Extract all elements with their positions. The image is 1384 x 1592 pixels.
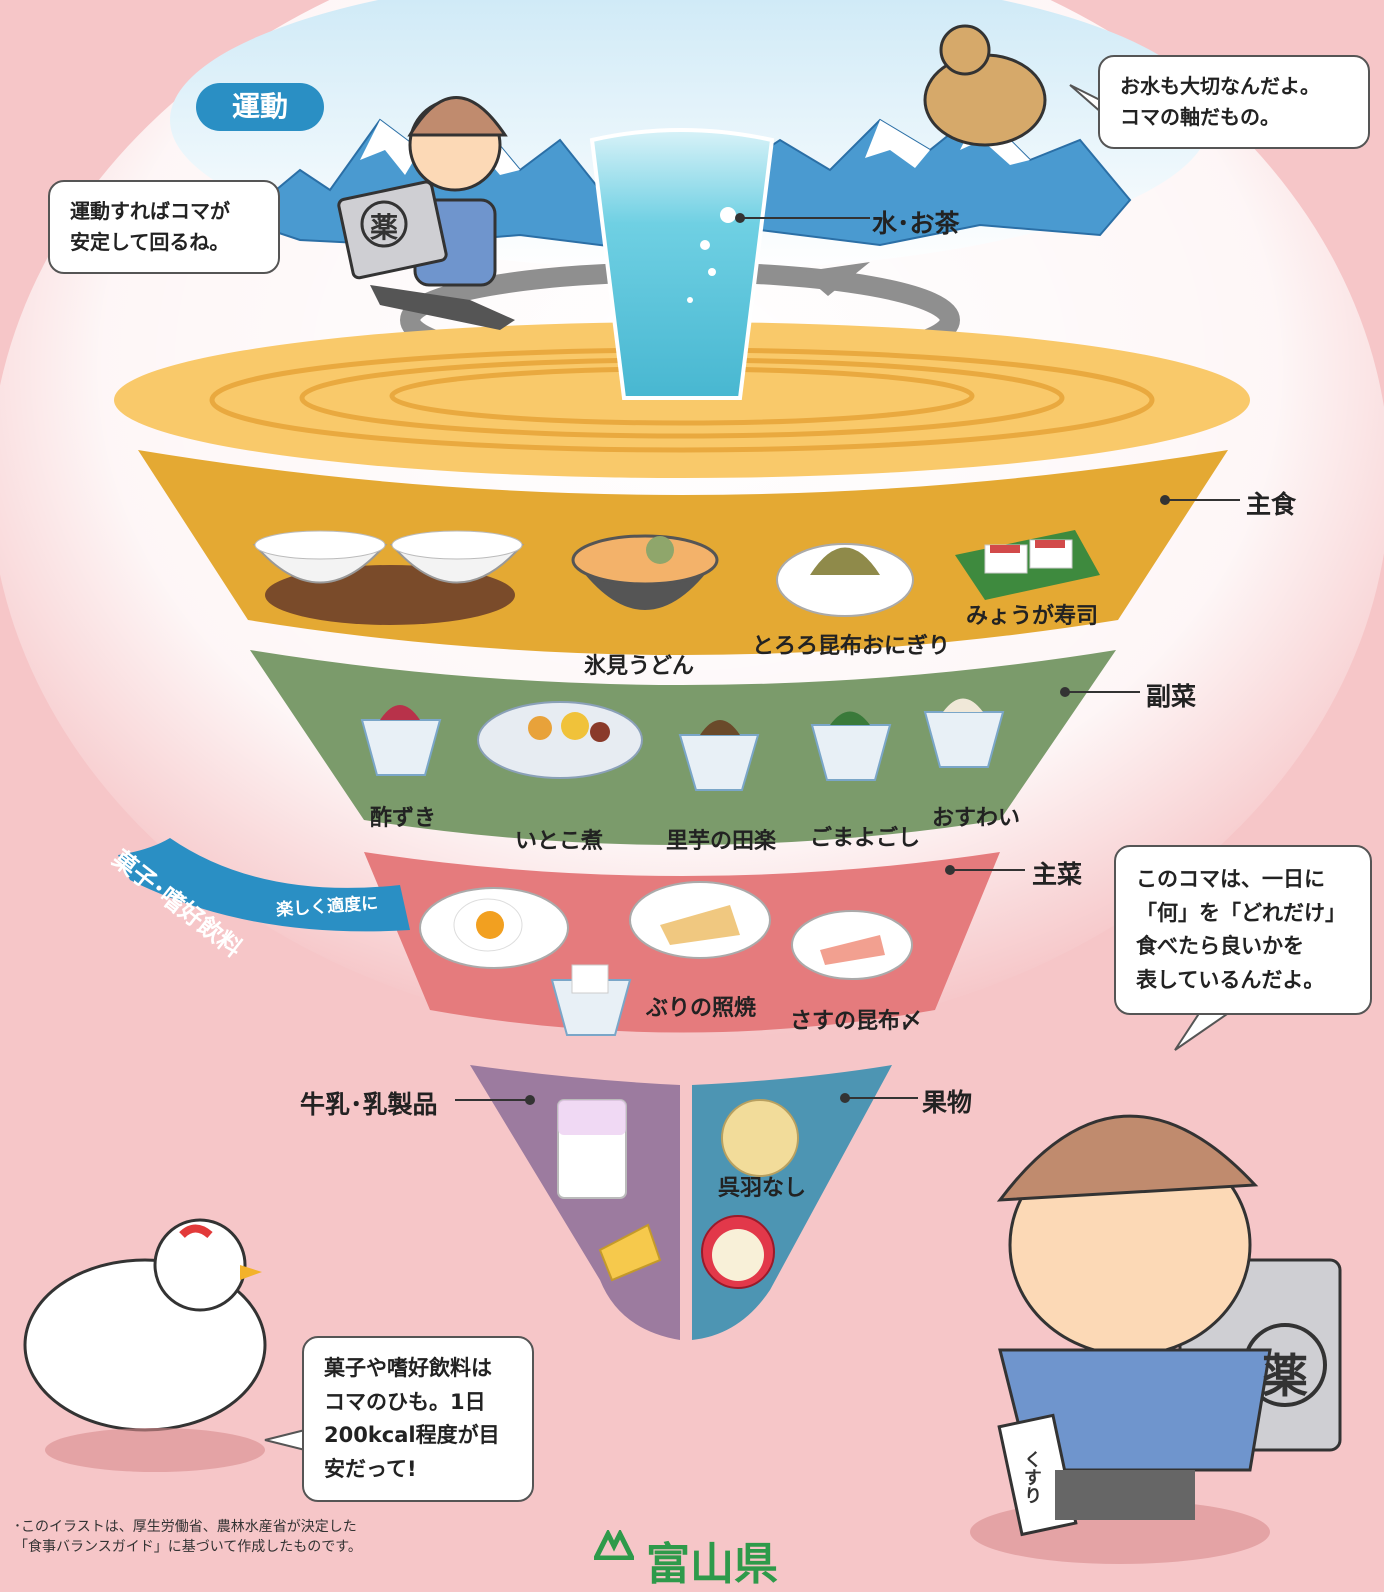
exercise-bubble-line: 運動すればコマが [70, 199, 230, 223]
tororo-onigiri-icon [776, 543, 914, 617]
explain-bubble-line: 「何」を「どれだけ」 [1136, 900, 1346, 925]
food-label: さすの昆布〆 [790, 1009, 923, 1034]
water-bubble-line: コマの軸だもの。 [1120, 105, 1280, 129]
ptarmigan-white-bird [23, 1218, 267, 1472]
food-label: 呉羽なし [718, 1176, 807, 1201]
explain-bubble: このコマは、一日に 「何」を「どれだけ」 食べたら良いかを 表しているんだよ。 [1114, 845, 1372, 1016]
rice-bowls-icon [252, 530, 525, 625]
fruit-wedge [692, 1065, 892, 1340]
explain-bubble-line: 食べたら良いかを [1136, 934, 1304, 959]
food-label: 里芋の田楽 [666, 829, 777, 854]
food-label: いとこ煮 [515, 829, 604, 854]
toyama-logo-text: 富山県 [646, 1539, 778, 1590]
apple-icon [701, 1215, 775, 1289]
side-dishes-icons [360, 698, 1005, 791]
medicine-book-glyph: くすり [1021, 1450, 1042, 1504]
water-tea-label: 水･お茶 [872, 209, 960, 238]
main-dishes-icons [419, 881, 913, 1036]
category-fruit-label: 果物 [922, 1088, 973, 1117]
food-label: ぶりの照焼 [646, 996, 757, 1021]
snack-bubble-line: コマのひも。1日 [324, 1389, 486, 1414]
toyama-logo-icon [591, 1528, 637, 1561]
exercise-bubble-line: 安定して回るね。 [70, 230, 230, 254]
category-side-label: 副菜 [1146, 682, 1197, 711]
snack-bubble: 菓子や嗜好飲料は コマのひも。1日 200kcal程度が目 安だって! [302, 1336, 534, 1503]
food-label: みょうが寿司 [966, 604, 1099, 629]
food-label: 酢ずき [370, 806, 437, 831]
snack-bubble-line: 200kcal程度が目 [324, 1423, 500, 1448]
explain-bubble-line: 表しているんだよ。 [1136, 967, 1325, 992]
milk-glass-icon [557, 1099, 627, 1199]
pear-icon [721, 1099, 799, 1177]
category-main-label: 主菜 [1032, 860, 1083, 889]
medicine-peddler-boy-running [337, 96, 515, 330]
food-label: とろろ昆布おにぎり [752, 634, 951, 659]
medicine-peddler-boy-standing [970, 1114, 1342, 1564]
snack-ribbon [118, 838, 410, 932]
snack-bubble-line: 菓子や嗜好飲料は [324, 1356, 492, 1380]
footer-note-line: ･このイラストは、厚生労働省、農林水産省が決定した [14, 1519, 357, 1535]
food-label: ごまよごし [810, 826, 921, 851]
ptarmigan-brown-bird [923, 24, 1047, 147]
cheese-icon [598, 1223, 662, 1282]
medicine-box-glyph: 薬 [370, 211, 399, 244]
food-label: 氷見うどん [584, 654, 695, 679]
water-glass-icon [589, 128, 775, 400]
himi-udon-icon [571, 534, 719, 610]
category-dairy-label: 牛乳･乳製品 [300, 1090, 438, 1119]
food-label: おすわい [932, 806, 1021, 831]
exercise-bubble: 運動すればコマが 安定して回るね。 [48, 180, 280, 274]
medicine-box-glyph: 薬 [1262, 1349, 1308, 1403]
exercise-pill: 運動 [196, 83, 324, 131]
footer-note-line: 「食事バランスガイド」に基づいて作成したものです。 [14, 1539, 362, 1555]
snack-bubble-line: 安だって! [324, 1456, 417, 1481]
explain-bubble-line: このコマは、一日に [1136, 867, 1325, 891]
water-bubble-line: お水も大切なんだよ。 [1120, 74, 1320, 98]
myoga-sushi-icon [955, 530, 1100, 600]
water-bubble: お水も大切なんだよ。 コマの軸だもの。 [1098, 55, 1370, 149]
leader-dots [525, 213, 1170, 1105]
category-staple-label: 主食 [1246, 490, 1297, 519]
category-leader-lines [455, 499, 1240, 1101]
